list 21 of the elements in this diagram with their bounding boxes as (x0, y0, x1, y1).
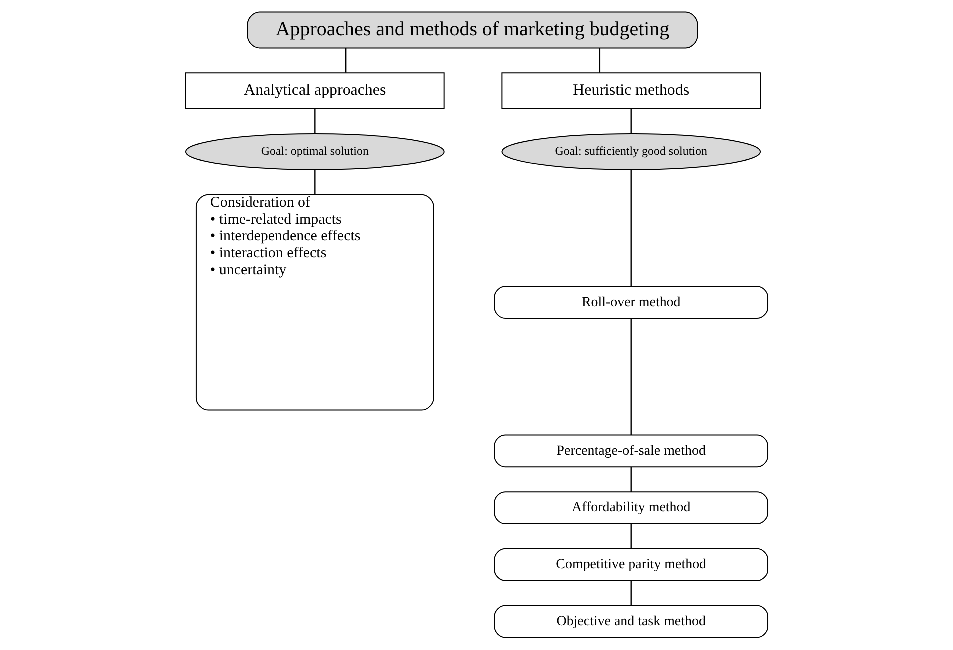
connector (344, 48, 346, 73)
node-box: Competitive parity method (494, 548, 768, 582)
node-box: Percentage-of-sale method (494, 434, 768, 468)
connector (630, 581, 632, 606)
node-box: Affordability method (494, 492, 768, 524)
connector (630, 170, 632, 286)
node-ellipse: Goal: optimal solution (185, 133, 444, 170)
connector (630, 318, 632, 435)
node-ellipse: Goal: sufficiently good solution (501, 133, 761, 170)
node-box: Heuristic methods (501, 72, 761, 110)
node-box: Objective and task method (494, 605, 768, 638)
node-box: Roll-over method (494, 286, 768, 320)
connector (630, 109, 632, 134)
node-box: Analytical approaches (185, 72, 444, 110)
connector (598, 48, 600, 73)
connector (630, 524, 632, 549)
connector (630, 467, 632, 492)
node-box: Approaches and methods of marketing budgeting (246, 12, 698, 49)
connector (314, 109, 316, 134)
connector (314, 170, 316, 195)
node-box: Consideration of • time-related impacts • interdependence effects • interaction effects • uncertainty (195, 194, 434, 411)
